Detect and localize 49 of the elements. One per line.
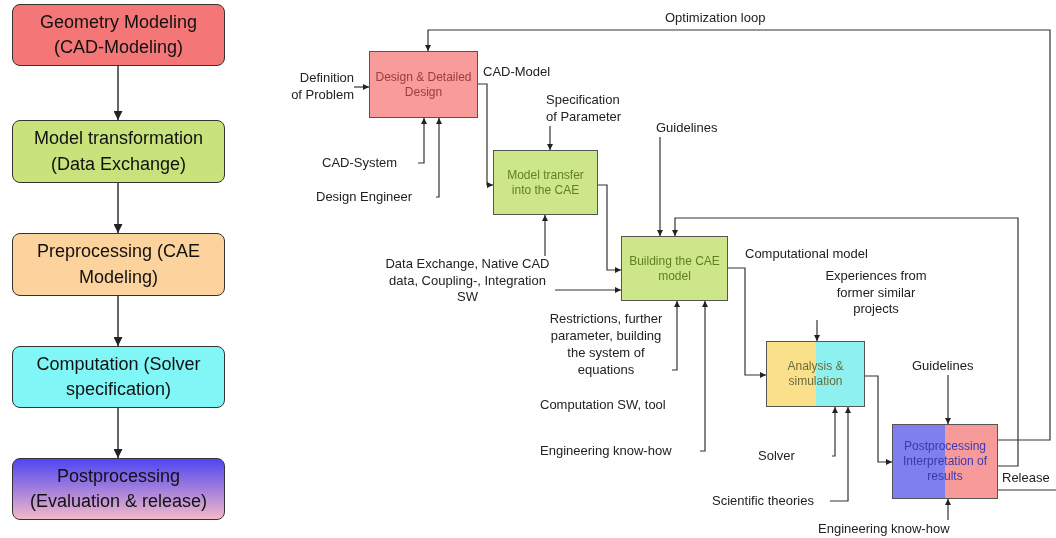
arrow bbox=[657, 136, 663, 237]
arrow bbox=[554, 287, 622, 293]
arrow bbox=[814, 319, 820, 342]
arrow bbox=[113, 407, 123, 459]
process-step-box: Preprocessing (CAE Modeling) bbox=[12, 233, 225, 296]
arrow bbox=[477, 83, 494, 188]
arrow bbox=[672, 217, 1019, 467]
input-text: Experiences from former similar projects bbox=[814, 266, 938, 320]
arrow bbox=[113, 65, 123, 121]
activity-box: Design & Detailed Design bbox=[369, 51, 478, 118]
note-text: Computation SW, tool bbox=[540, 397, 666, 413]
activity-box: Building the CAE model bbox=[621, 236, 728, 301]
process-step-box: Model transformation (Data Exchange) bbox=[12, 120, 225, 183]
arrow bbox=[699, 300, 708, 452]
input-text: Engineering know-how bbox=[818, 520, 978, 538]
edge-label: Computational model bbox=[745, 246, 868, 262]
input-text: Design Engineer bbox=[316, 188, 436, 206]
input-text: Engineering know-how bbox=[540, 442, 700, 460]
arrow bbox=[435, 117, 442, 198]
arrow bbox=[671, 300, 680, 371]
arrow bbox=[597, 184, 622, 273]
input-text: Guidelines bbox=[912, 357, 992, 375]
arrow bbox=[945, 498, 951, 521]
process-step-box: Geometry Modeling (CAD-Modeling) bbox=[12, 4, 225, 66]
input-text: Scientific theories bbox=[712, 492, 830, 510]
arrow bbox=[829, 406, 851, 502]
input-text: Data Exchange, Native CAD data, Coupling-, Integration SW bbox=[380, 256, 555, 306]
arrow bbox=[542, 214, 548, 257]
arrow bbox=[831, 406, 838, 457]
input-text: Specification of Parameter bbox=[546, 92, 634, 126]
connector-line bbox=[997, 489, 1056, 491]
input-text: Restrictions, further parameter, building the system of equations bbox=[540, 310, 672, 380]
arrow bbox=[727, 267, 767, 378]
arrow bbox=[353, 84, 370, 90]
arrow bbox=[425, 29, 1051, 441]
edge-label: Optimization loop bbox=[665, 10, 766, 26]
process-step-box: Computation (Solver specification) bbox=[12, 346, 225, 408]
input-text: CAD-System bbox=[322, 154, 418, 172]
input-text: Solver bbox=[758, 447, 832, 465]
arrow bbox=[547, 125, 553, 151]
input-text: Guidelines bbox=[656, 119, 736, 137]
arrow bbox=[113, 182, 123, 234]
arrow bbox=[417, 117, 427, 164]
arrow bbox=[113, 295, 123, 347]
arrow bbox=[945, 374, 951, 425]
arrow bbox=[864, 375, 893, 465]
process-step-box: Postprocessing (Evaluation & release) bbox=[12, 458, 225, 520]
activity-box: Model transfer into the CAE bbox=[493, 150, 598, 215]
input-text: Definition of Problem bbox=[286, 70, 354, 104]
